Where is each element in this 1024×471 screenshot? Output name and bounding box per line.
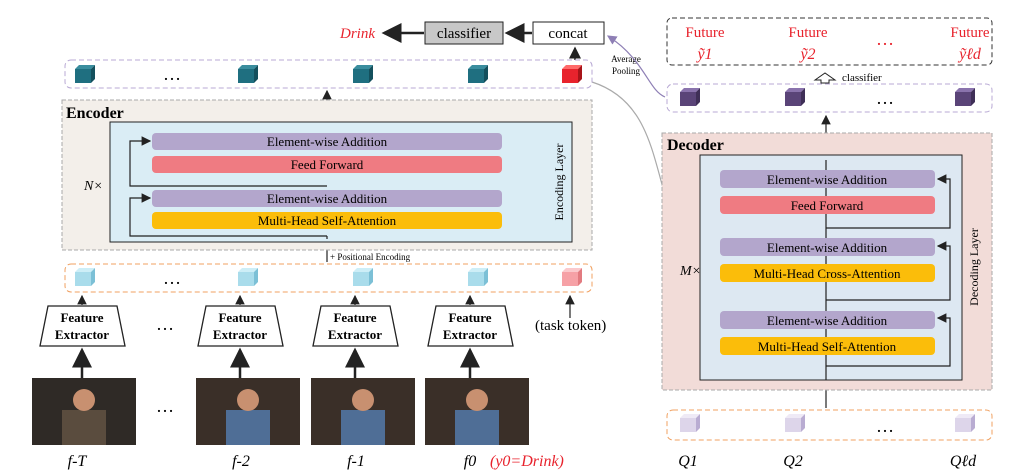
encoder-output-token-cube: [238, 65, 258, 83]
decoder-block-label: Element-wise Addition: [767, 240, 888, 255]
frame-label: f-T: [68, 453, 88, 470]
encoder-block-label: Feed Forward: [291, 157, 364, 172]
task-output-cube: [562, 65, 582, 83]
decoder-block: [720, 337, 935, 355]
decoder-block: [720, 196, 935, 214]
input-token-cube: [353, 268, 373, 286]
decoder-block-label: Feed Forward: [791, 198, 864, 213]
decoder-block-label: Element-wise Addition: [767, 313, 888, 328]
input-token-cube: [75, 268, 95, 286]
encoder-block: [152, 133, 502, 150]
input-token-cube: [238, 268, 258, 286]
encoder-block-label: Element-wise Addition: [267, 134, 388, 149]
ellipsis: …: [163, 268, 181, 288]
decoder-block: [720, 311, 935, 329]
ellipsis: …: [156, 314, 174, 334]
pooling-label-1: Average: [611, 54, 641, 64]
ellipsis: …: [876, 29, 894, 49]
query-cube: [785, 414, 805, 432]
feature-extractor-box: [39, 305, 126, 347]
encoder-block: [152, 156, 502, 173]
ellipsis: …: [156, 396, 174, 416]
decoder-block: [720, 264, 935, 282]
future-prediction: ỹ1: [695, 46, 712, 63]
ellipsis: …: [163, 64, 181, 84]
decoder-repeat: M×: [679, 264, 701, 279]
task-token-label: (task token): [535, 318, 606, 334]
query-row: [666, 409, 993, 441]
video-frame-image: [32, 378, 136, 445]
decoding-layer-label: Decoding Layer: [967, 228, 981, 306]
query-cube: [680, 414, 700, 432]
decoder-output-cube: [955, 88, 975, 106]
decoder-block: [720, 170, 935, 188]
decoder-block-label: Multi-Head Self-Attention: [758, 339, 897, 354]
concat-label: concat: [548, 26, 588, 42]
query-label: Q2: [783, 453, 803, 470]
video-frame-image: [425, 378, 529, 445]
future-label: Future: [685, 25, 725, 41]
video-frame-image: [196, 378, 300, 445]
future-label: Future: [788, 25, 828, 41]
encoder-repeat: N×: [83, 179, 103, 194]
feature-extractor-label: Feature: [218, 310, 261, 325]
query-label: Qℓd: [950, 453, 977, 470]
prediction-label: Drink: [339, 26, 375, 42]
encoder-output-row: [64, 59, 593, 89]
classifier-label: classifier: [437, 26, 491, 42]
frame-label: f-1: [347, 453, 365, 470]
feature-extractor-label: Feature: [448, 310, 491, 325]
pooling-label-2: Pooling: [612, 66, 641, 76]
decoder-output-row: [666, 83, 993, 113]
ellipsis: …: [876, 416, 894, 436]
feature-extractor-label: Extractor: [443, 327, 497, 342]
feature-extractor-label: Extractor: [213, 327, 267, 342]
encoder-output-token-cube: [353, 65, 373, 83]
future-prediction: ỹ2: [798, 46, 815, 63]
decoder-classifier-label: classifier: [842, 72, 882, 84]
future-output-box: [666, 17, 993, 66]
future-prediction: ỹℓd: [957, 46, 982, 63]
frame-label: f-2: [232, 453, 250, 470]
decoder-block: [720, 238, 935, 256]
ellipsis: …: [876, 88, 894, 108]
task-token-cube: [562, 268, 582, 286]
encoder-block-label: Multi-Head Self-Attention: [258, 213, 397, 228]
feature-extractor-label: Feature: [333, 310, 376, 325]
feature-extractor-box: [197, 305, 284, 347]
current-action-label: (y0=Drink): [490, 453, 564, 470]
up-arrow-icon: [813, 72, 837, 84]
encoder-output-token-cube: [468, 65, 488, 83]
decoder-output-cube: [680, 88, 700, 106]
input-token-cube: [468, 268, 488, 286]
encoder-title: Encoder: [66, 105, 124, 122]
video-frame-image: [311, 378, 415, 445]
feature-extractor-label: Extractor: [328, 327, 382, 342]
encoder-output-token-cube: [75, 65, 95, 83]
query-label: Q1: [678, 453, 698, 470]
frame-label: f0: [464, 453, 476, 470]
encoder-block-label: Element-wise Addition: [267, 191, 388, 206]
decoder-output-cube: [785, 88, 805, 106]
feature-extractor-label: Extractor: [55, 327, 109, 342]
future-label: Future: [950, 25, 990, 41]
feature-extractor-box: [427, 305, 514, 347]
feature-extractor-label: Feature: [60, 310, 103, 325]
decoder-block-label: Multi-Head Cross-Attention: [754, 266, 901, 281]
query-cube: [955, 414, 975, 432]
decoder-block-label: Element-wise Addition: [767, 172, 888, 187]
concat-box: [532, 21, 605, 45]
positional-encoding-label: + Positional Encoding: [330, 252, 411, 262]
encoder-block: [152, 190, 502, 207]
encoding-layer-label: Encoding Layer: [552, 144, 566, 221]
feature-extractor-box: [312, 305, 399, 347]
encoder-block: [152, 212, 502, 229]
decoder-title: Decoder: [667, 137, 724, 154]
input-token-row: [64, 263, 593, 293]
classifier-box: [424, 21, 504, 45]
